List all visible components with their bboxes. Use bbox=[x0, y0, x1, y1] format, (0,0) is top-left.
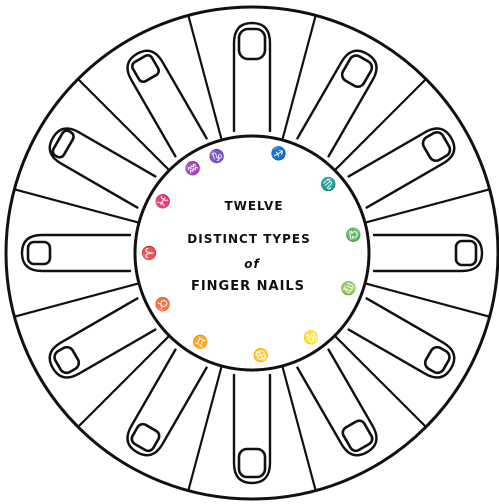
fingernail bbox=[456, 241, 476, 265]
fingernail bbox=[239, 29, 265, 59]
segment-divider bbox=[188, 366, 221, 491]
fingernail bbox=[28, 242, 50, 264]
title-line-3: of bbox=[244, 257, 260, 271]
finger bbox=[234, 23, 270, 131]
fingernail bbox=[239, 449, 265, 477]
title-line-1: TWELVE bbox=[224, 199, 283, 213]
finger bbox=[234, 375, 270, 483]
segment-divider bbox=[78, 79, 169, 170]
inner-circle bbox=[135, 136, 369, 370]
finger bbox=[349, 122, 461, 207]
finger bbox=[349, 298, 461, 383]
finger bbox=[374, 235, 482, 271]
finger bbox=[22, 235, 130, 271]
fingernail bbox=[130, 54, 160, 84]
segment-divider bbox=[282, 366, 315, 491]
finger-outline bbox=[22, 235, 130, 271]
segment-divider bbox=[335, 336, 426, 427]
finger bbox=[121, 350, 206, 462]
fingernail bbox=[130, 422, 162, 453]
segment-divider bbox=[365, 283, 490, 316]
finger bbox=[44, 122, 156, 207]
finger bbox=[297, 350, 382, 462]
segment-divider bbox=[282, 15, 315, 140]
fingernail bbox=[341, 418, 375, 453]
segment-divider bbox=[188, 15, 221, 140]
title-line-2: DISTINCT TYPES bbox=[187, 232, 310, 246]
segment-divider bbox=[78, 336, 169, 427]
segment-divider bbox=[365, 189, 490, 222]
fingernail bbox=[423, 345, 452, 376]
finger bbox=[297, 45, 382, 157]
finger bbox=[44, 298, 156, 383]
zodiac-symbol-aries: ♈ bbox=[142, 245, 158, 261]
segment-divider bbox=[335, 79, 426, 170]
segment-divider bbox=[14, 189, 139, 222]
title-line-4: FINGER NAILS bbox=[191, 279, 305, 294]
finger bbox=[121, 45, 206, 157]
zodiac-symbol-cancer: ♋ bbox=[252, 346, 270, 363]
fingernail bbox=[52, 345, 81, 376]
segment-divider bbox=[14, 283, 139, 316]
zodiac-symbol-libra: ♎ bbox=[344, 226, 363, 245]
